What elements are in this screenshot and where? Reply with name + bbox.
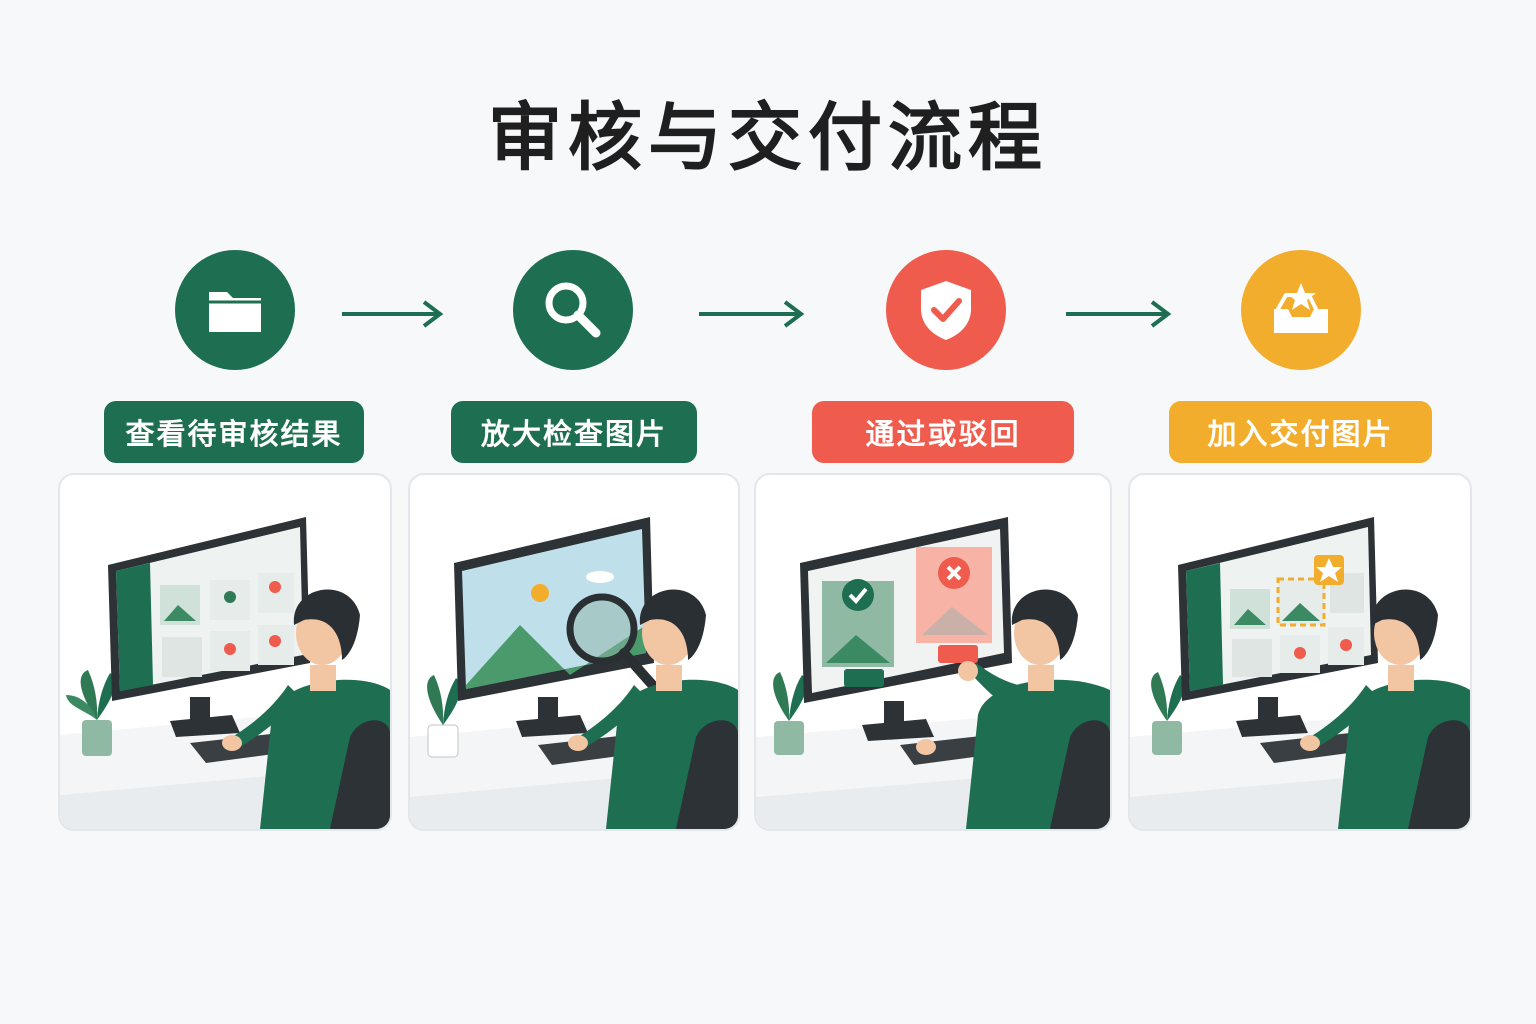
person — [222, 589, 390, 829]
step-1-label: 查看待审核结果 — [104, 401, 364, 463]
folder-icon — [209, 292, 261, 332]
step-2-circle — [513, 250, 633, 370]
magnifier-icon — [566, 593, 661, 694]
step-1-circle — [175, 250, 295, 370]
step-2-illustration — [408, 473, 740, 831]
person — [916, 589, 1110, 829]
shield-check-icon — [921, 281, 971, 340]
plant-icon — [1151, 672, 1185, 755]
step-3-circle — [886, 250, 1006, 370]
page-title: 审核与交付流程 — [488, 95, 1048, 181]
arrow-right-icon — [699, 300, 805, 328]
magnifier-icon — [545, 282, 601, 338]
person — [1300, 589, 1470, 829]
person — [568, 589, 738, 829]
step-4-label: 加入交付图片 — [1169, 401, 1432, 463]
arrow-right-icon — [342, 300, 444, 328]
step-2-label: 放大检查图片 — [451, 401, 697, 463]
step-1-illustration — [58, 473, 392, 831]
plant-icon — [66, 670, 116, 756]
plant-icon — [427, 675, 461, 758]
star-badge-icon — [1314, 555, 1344, 585]
step-3-illustration — [754, 473, 1112, 831]
arrow-right-icon — [1066, 300, 1172, 328]
plant-icon — [773, 672, 807, 755]
step-4-circle — [1241, 250, 1361, 370]
monitor — [108, 517, 310, 737]
step-3-label: 通过或驳回 — [812, 401, 1074, 463]
tray-star-icon — [1274, 283, 1328, 333]
monitor — [800, 517, 1012, 741]
monitor — [1178, 517, 1378, 737]
step-4-illustration — [1128, 473, 1472, 831]
